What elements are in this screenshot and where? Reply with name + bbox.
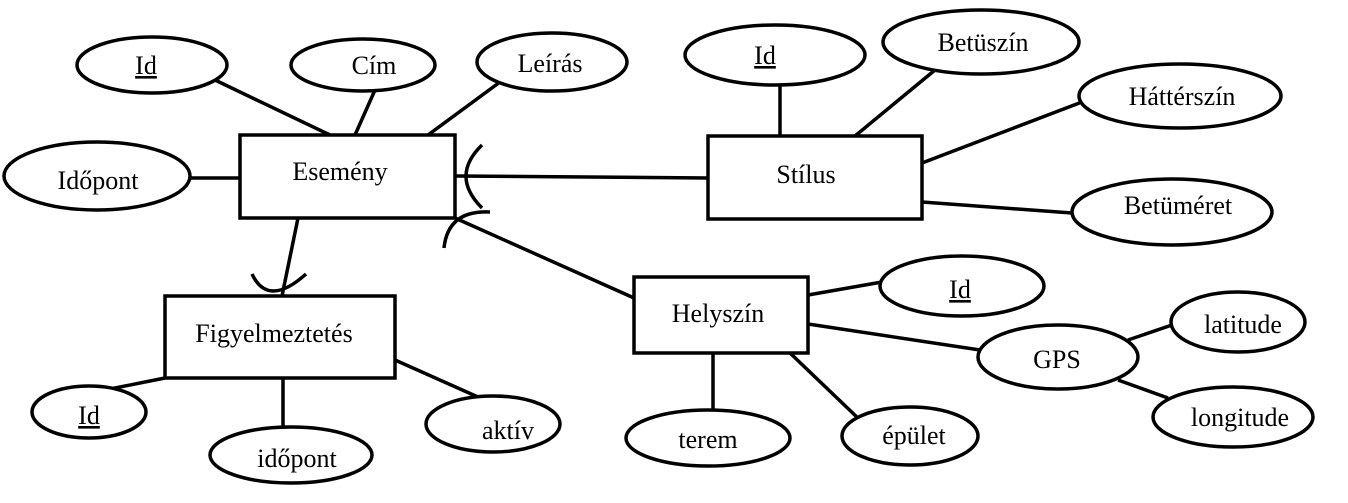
- link-esemeny-figyelmeztetes: [280, 217, 300, 297]
- entity-helyszin: Helyszín: [632, 275, 810, 355]
- attribute-esemeny-leiras-label: Leírás: [518, 49, 583, 78]
- connectors: [104, 68, 1173, 428]
- attribute-helyszin-gps-label: GPS: [1033, 345, 1081, 374]
- attribute-figyelmeztetes-aktiv-label: aktív: [482, 416, 534, 445]
- attribute-stilus-betumeret-label: Betüméret: [1124, 191, 1233, 220]
- link-esemeny-stilus: [454, 174, 709, 180]
- attribute-stilus-betumeret: Betüméret: [1070, 177, 1274, 247]
- link-stilus-betumeret: [921, 200, 1073, 215]
- entity-figyelmeztetes: Figyelmeztetés: [163, 294, 397, 380]
- link-esemeny-helyszin: [454, 216, 635, 300]
- attribute-figyelmeztetes-idopont-label: időpont: [257, 444, 337, 473]
- attribute-gps-latitude-label: latitude: [1204, 310, 1282, 339]
- entity-figyelmeztetes-label: Figyelmeztetés: [195, 319, 352, 348]
- link-gps-longitude: [1117, 378, 1169, 400]
- attribute-helyszin-id: Id: [878, 254, 1046, 318]
- attribute-stilus-hatterszin-label: Háttérszín: [1129, 82, 1236, 111]
- link-gps-latitude: [1127, 323, 1173, 342]
- attribute-helyszin-terem-label: terem: [678, 425, 737, 454]
- attribute-esemeny-leiras: Leírás: [475, 31, 629, 93]
- attribute-stilus-id: Id: [683, 23, 867, 87]
- many-marker-esemeny-helyszin: [442, 210, 491, 249]
- link-helyszin-epulet: [788, 351, 862, 422]
- attribute-figyelmeztetes-aktiv: aktív: [424, 394, 562, 454]
- attribute-esemeny-id-label: Id: [135, 51, 157, 80]
- attribute-esemeny-id: Id: [75, 35, 229, 95]
- attribute-gps-longitude-label: longitude: [1191, 403, 1289, 432]
- cardinality-markers: [250, 143, 491, 293]
- entity-helyszin-label: Helyszín: [672, 299, 764, 328]
- attribute-gps-longitude: longitude: [1151, 385, 1315, 449]
- many-marker-figyelmeztetes: [250, 272, 308, 293]
- link-helyszin-gps: [807, 322, 981, 352]
- attribute-helyszin-gps: GPS: [976, 323, 1140, 391]
- link-stilus-betuszin: [853, 68, 937, 138]
- entity-esemeny-label: Esemény: [292, 157, 387, 186]
- link-stilus-hatterszin: [921, 100, 1083, 165]
- link-helyszin-id: [807, 280, 883, 297]
- attribute-helyszin-terem: terem: [624, 408, 792, 468]
- attribute-gps-latitude: latitude: [1169, 290, 1307, 354]
- link-esemeny-id: [214, 78, 331, 137]
- attribute-esemeny-cim-label: Cím: [352, 51, 397, 80]
- link-figyelmeztetes-aktiv: [394, 358, 479, 399]
- link-esemeny-leiras: [426, 80, 502, 137]
- attribute-stilus-betuszin-label: Betüszín: [938, 28, 1029, 57]
- attribute-stilus-betuszin: Betüszín: [881, 8, 1081, 76]
- attribute-esemeny-cim: Cím: [289, 37, 437, 93]
- many-marker-esemeny-stilus: [464, 143, 484, 210]
- attribute-esemeny-idopont: Időpont: [2, 140, 192, 212]
- attribute-stilus-hatterszin: Háttérszín: [1077, 62, 1283, 130]
- attribute-figyelmeztetes-id-label: Id: [78, 401, 100, 430]
- attribute-helyszin-epulet-label: épület: [882, 421, 946, 450]
- entity-stilus-label: Stílus: [776, 160, 835, 189]
- attribute-helyszin-id-label: Id: [949, 275, 971, 304]
- link-esemeny-cim: [353, 89, 377, 136]
- attribute-helyszin-epulet: épület: [840, 405, 980, 467]
- attribute-figyelmeztetes-id: Id: [30, 384, 148, 440]
- attribute-stilus-id-label: Id: [754, 41, 776, 70]
- entity-stilus: Stílus: [706, 134, 924, 221]
- attribute-figyelmeztetes-idopont: időpont: [208, 425, 374, 485]
- attribute-esemeny-idopont-label: Időpont: [58, 166, 140, 195]
- entity-esemeny: Esemény: [238, 133, 457, 220]
